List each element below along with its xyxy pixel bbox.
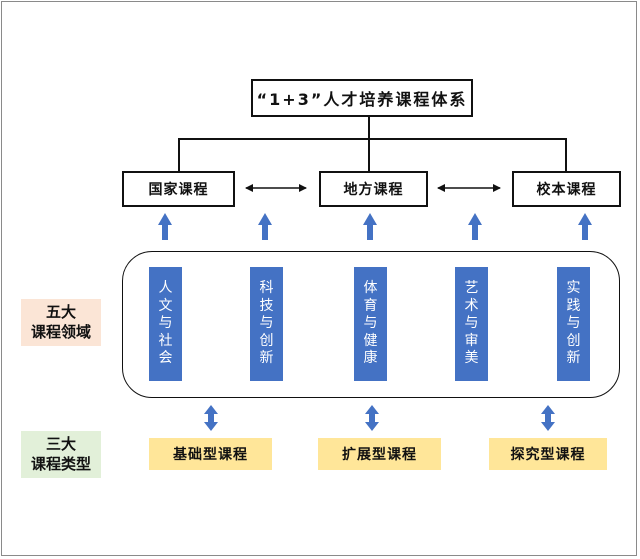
up-arrow-4 [468, 213, 482, 240]
domain-sports: 体育与健康 [354, 267, 387, 381]
three-types-label: 三大课程类型 [21, 431, 101, 478]
double-v-arrow-3 [541, 405, 555, 431]
domain-science: 科技与创新 [250, 267, 283, 381]
diagram-title: “1+3”人才培养课程体系 [251, 79, 473, 117]
up-arrow-1 [158, 213, 172, 240]
up-arrow-3 [363, 213, 377, 240]
domains-container [122, 251, 620, 398]
basic-course-box: 基础型课程 [149, 438, 272, 470]
five-domains-label: 五大课程领域 [21, 299, 101, 346]
up-arrow-5 [578, 213, 592, 240]
extended-course-box: 扩展型课程 [318, 438, 441, 470]
domain-arts: 艺术与审美 [455, 267, 488, 381]
school-course-box: 校本课程 [512, 171, 621, 207]
domain-humanities: 人文与社会 [149, 267, 182, 381]
up-arrows [158, 213, 592, 240]
national-course-box: 国家课程 [122, 171, 235, 207]
double-vertical-arrows [204, 405, 555, 431]
domain-practice: 实践与创新 [557, 267, 590, 381]
double-v-arrow-1 [204, 405, 218, 431]
local-course-box: 地方课程 [319, 171, 428, 207]
up-arrow-2 [258, 213, 272, 240]
double-v-arrow-2 [365, 405, 379, 431]
inquiry-course-box: 探究型课程 [489, 438, 607, 470]
